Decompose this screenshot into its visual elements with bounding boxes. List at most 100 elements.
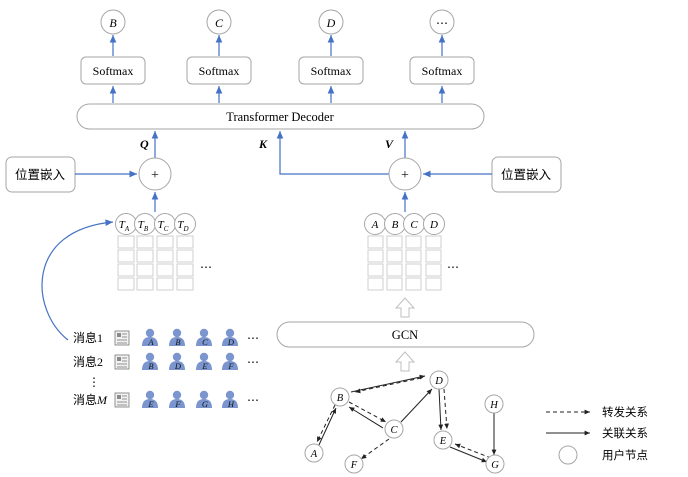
user-label: E (147, 399, 154, 409)
user-label: B (148, 361, 153, 371)
graph-node-label: G (491, 460, 499, 471)
message-label: 消息M (73, 392, 108, 407)
message-tokens: TA TB TC TD (115, 213, 196, 235)
message-label-suffix: M (96, 393, 108, 407)
message-label: 消息1 (73, 330, 103, 345)
softmax-label: Softmax (311, 64, 352, 78)
token-sub: C (164, 225, 169, 233)
user-label: B (175, 337, 180, 347)
transformer-decoder: Transformer Decoder (76, 103, 485, 130)
token-base: T (177, 219, 184, 231)
softmax-label: Softmax (93, 64, 134, 78)
svg-text:TC: TC (158, 219, 169, 233)
gcn-label: GCN (392, 328, 418, 342)
softmax-box: Softmax (186, 56, 252, 85)
token-td: TD (174, 213, 196, 235)
graph-node-label: F (350, 460, 358, 471)
output-label: C (215, 16, 224, 30)
graph-node-label: D (434, 376, 443, 387)
output-node-d: D (318, 9, 344, 35)
document-icon (114, 354, 130, 370)
node-embedding-grid (367, 235, 442, 291)
user-label: D (227, 337, 235, 347)
user-icon: G (196, 390, 212, 409)
token-base: T (138, 219, 145, 231)
message-label-base: 消息 (73, 392, 97, 407)
user-icon: E (196, 352, 212, 371)
position-embedding-left: 位置嵌入 (5, 156, 76, 193)
user-label: F (227, 361, 234, 371)
token-base: T (158, 219, 165, 231)
legend-relation-label: 关联关系 (602, 426, 648, 440)
v-label: V (385, 137, 394, 151)
graph-to-gcn-arrow (394, 351, 416, 372)
message-ellipsis: ⋯ (247, 331, 259, 345)
legend-user-node-label: 用户节点 (602, 448, 648, 462)
token-sub: A (124, 225, 130, 233)
user-icon: B (169, 328, 185, 347)
position-embedding-right: 位置嵌入 (491, 156, 562, 193)
legend: 转发关系 关联关系 用户节点 (546, 405, 648, 465)
add-node-right: + (388, 157, 422, 191)
legend-relation: 关联关系 (546, 426, 648, 440)
graph-node-g: G (485, 454, 505, 474)
output-node-more: ⋯ (429, 9, 455, 35)
message-label-base: 消息 (73, 330, 97, 345)
message-to-token-arrow (41, 219, 114, 341)
legend-user-node: 用户节点 (558, 445, 648, 465)
message-label-suffix: 1 (97, 331, 103, 345)
graph-node-h: H (484, 394, 504, 414)
message-embedding-grid (117, 235, 194, 291)
add-node-left: + (138, 157, 172, 191)
user-label: A (147, 337, 154, 347)
output-node-b: B (100, 9, 126, 35)
k-label: K (258, 137, 268, 151)
legend-repost: 转发关系 (546, 405, 648, 419)
output-label: D (326, 16, 336, 30)
softmax-box: Softmax (298, 56, 364, 85)
node-token-b: B (384, 213, 406, 235)
user-icon: F (222, 352, 238, 371)
message-ellipsis: ⋯ (247, 355, 259, 369)
user-icon: D (222, 328, 238, 347)
user-label: D (174, 361, 182, 371)
softmax-box: Softmax (409, 56, 475, 85)
plus-sign: + (401, 168, 409, 183)
user-label: G (202, 399, 208, 409)
document-icon (114, 392, 130, 408)
user-icon: D (169, 352, 185, 371)
user-icon: B (142, 352, 158, 371)
graph-node-c: C (384, 419, 404, 439)
grid-ellipsis: ⋯ (200, 260, 212, 274)
svg-text:TD: TD (177, 219, 188, 233)
document-icon (114, 330, 130, 346)
position-embedding-label: 位置嵌入 (501, 167, 552, 182)
grid-ellipsis: ⋯ (447, 260, 459, 274)
position-embedding-label: 位置嵌入 (15, 167, 66, 182)
gcn-output-arrow (394, 297, 416, 318)
token-tb: TB (134, 213, 156, 235)
node-token-label: B (392, 219, 399, 231)
node-token-label: C (410, 219, 418, 231)
node-token-c: C (403, 213, 425, 235)
message-label: 消息2 (73, 354, 103, 369)
token-sub: B (144, 225, 149, 233)
user-icon: H (222, 390, 238, 409)
q-label: Q (140, 137, 149, 151)
graph-node-e: E (433, 430, 453, 450)
user-label: E (201, 361, 208, 371)
graph-node-label: H (489, 400, 499, 411)
graph-node-d: D (429, 370, 449, 390)
gcn-box: GCN (276, 321, 535, 348)
decoder-label: Transformer Decoder (226, 110, 334, 124)
user-icon: A (142, 328, 158, 347)
softmax-label: Softmax (199, 64, 240, 78)
output-node-c: C (206, 9, 232, 35)
softmax-label: Softmax (422, 64, 463, 78)
svg-text:TA: TA (119, 219, 130, 233)
graph-node-label: A (310, 449, 318, 460)
softmax-boxes: Softmax Softmax Softmax Softmax (80, 56, 475, 85)
